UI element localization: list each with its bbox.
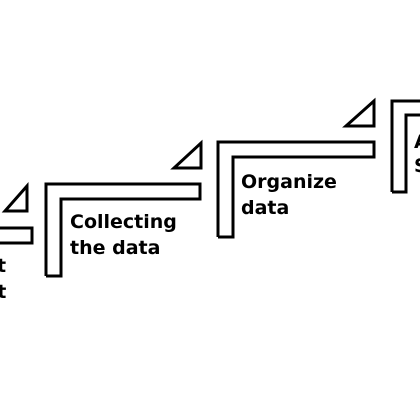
step-4-bracket [390, 99, 420, 194]
step-2-label-line-2: the data [70, 237, 160, 259]
step-4-label-line-2: S [414, 155, 420, 177]
step-1-label-line-1: t [0, 255, 6, 277]
step-4: A S [390, 99, 420, 194]
step-2-label-line-1: Collecting [70, 211, 177, 233]
step-1-label: t ct [0, 255, 13, 303]
step-1: t ct [0, 182, 34, 303]
step-1-corner-triangle [1, 182, 29, 213]
step-1-label-line-2: ct [0, 281, 6, 303]
step-3-bracket [216, 140, 376, 239]
step-2-corner-triangle [170, 139, 203, 170]
step-4-label-line-1: A [414, 131, 420, 153]
step-2: Collecting the data [44, 139, 203, 278]
step-3-label-line-1: Organize [241, 171, 337, 193]
step-3-corner-triangle [342, 97, 376, 128]
step-3-label: Organize data [241, 171, 344, 219]
step-2-bracket [44, 182, 202, 278]
step-2-label: Collecting the data [70, 211, 184, 259]
step-1-bracket [0, 226, 34, 245]
step-3-label-line-2: data [241, 197, 289, 219]
step-4-label: A S [414, 131, 420, 177]
step-3: Organize data [216, 97, 376, 239]
